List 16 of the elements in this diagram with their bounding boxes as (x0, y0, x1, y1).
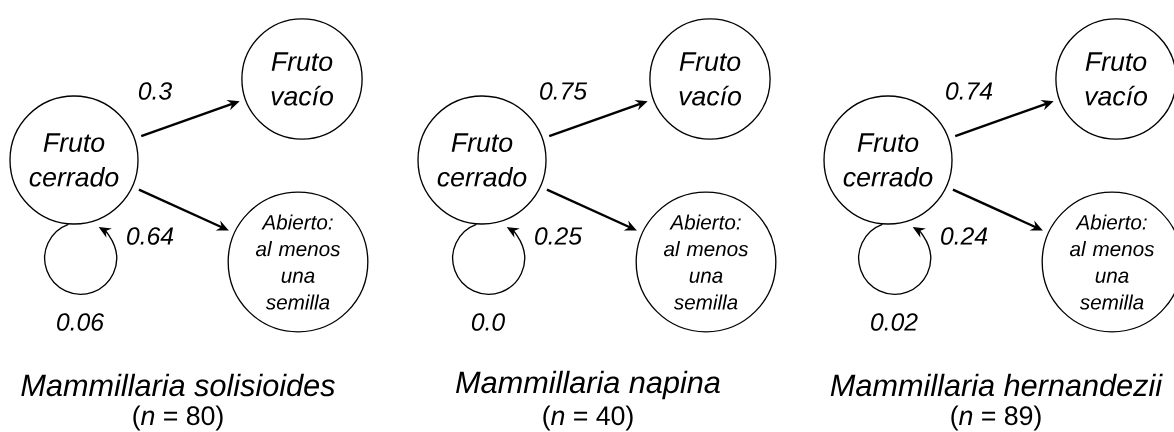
edge-label: 0.25 (535, 227, 583, 245)
sample-size: (n = 40) (543, 405, 633, 431)
edge-label: 0.64 (127, 227, 174, 245)
species-name: Mammillaria solisioides (21, 373, 335, 397)
loop-arrow (44, 223, 118, 295)
sample-size: (n = 80) (133, 405, 223, 431)
edge-label: 0.24 (941, 227, 988, 245)
edge-label: 0.0 (471, 313, 505, 331)
edge-label: 0.02 (871, 313, 918, 331)
edge-label: 0.06 (57, 313, 104, 331)
species-name: Mammillaria napina (456, 370, 720, 400)
loop-arrow (452, 223, 526, 295)
loop-arrow (858, 223, 932, 295)
species-name: Mammillaria hernandezii (830, 373, 1163, 397)
sample-size: (n = 89) (951, 405, 1041, 431)
edge-label: 0.3 (138, 82, 172, 100)
